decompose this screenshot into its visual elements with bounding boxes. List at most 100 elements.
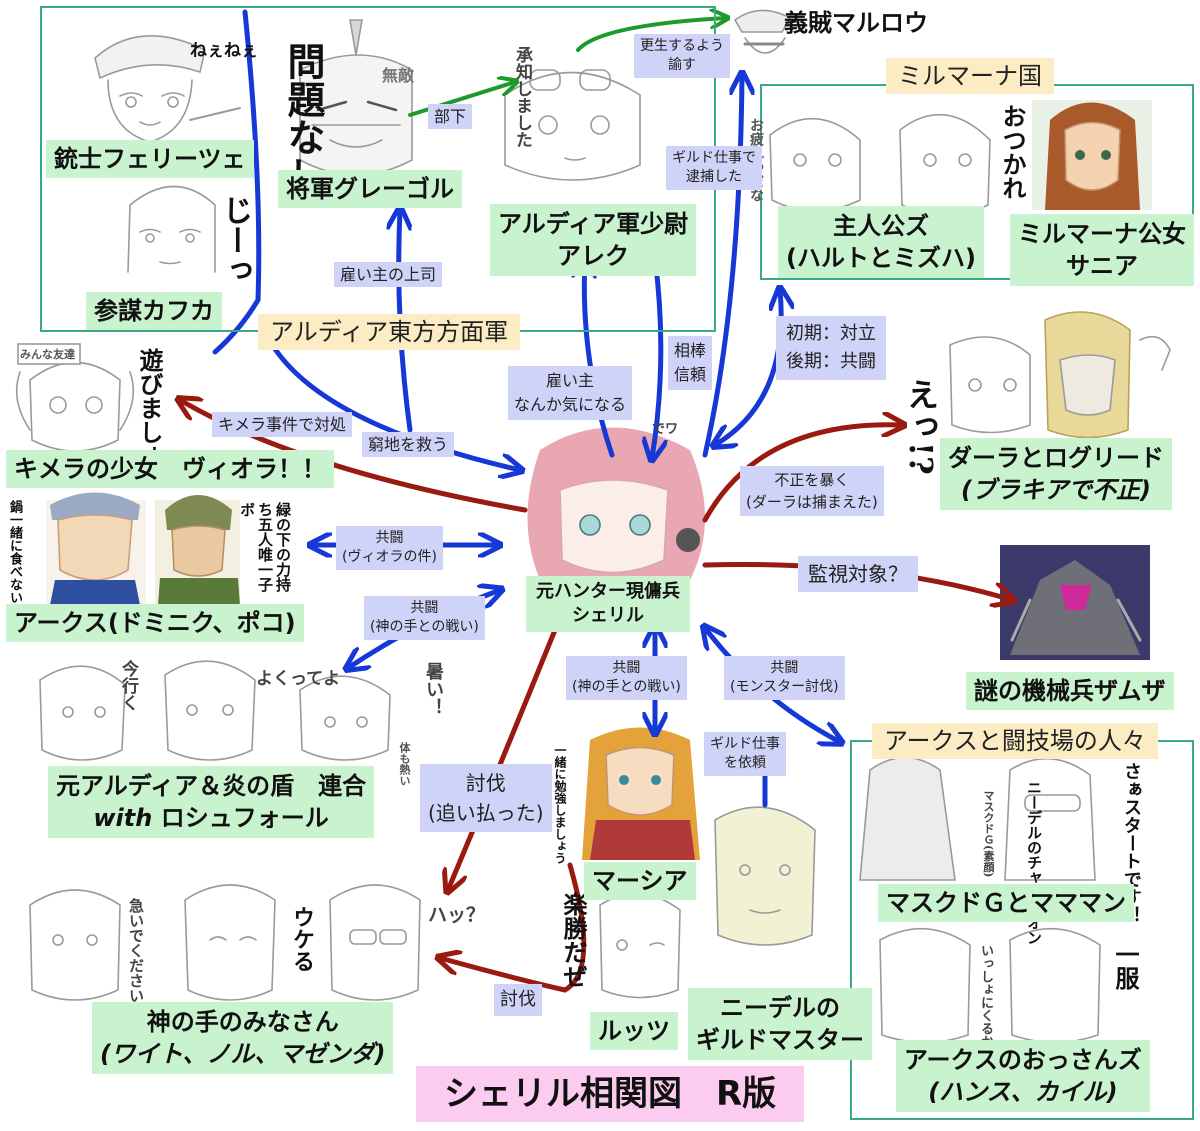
- edge-label-coop-viola-line1: 共闘: [375, 530, 404, 546]
- edge-label-rivals: 初期：対立 後期：共闘: [776, 316, 886, 380]
- sania-portrait: [1032, 100, 1152, 210]
- node-arcs: アークス(ドミニク、ポコ): [6, 604, 304, 642]
- edge-label-coop-godhand2-line1: 共闘: [612, 660, 641, 676]
- hand-dara: えっ!?: [902, 378, 940, 475]
- hand-godhand-1: 急いでください: [127, 898, 145, 1003]
- edge-label-subjugate-chased-line1: 討伐: [465, 771, 506, 795]
- chart-title: シェリル相関図 R版: [416, 1066, 805, 1122]
- edge-label-guild-request-line1: ギルド仕事: [710, 736, 780, 752]
- dara-portrait: [949, 311, 1171, 439]
- node-godhand: 神の手のみなさん (ワイト、ノル、マゼンダ): [92, 1002, 394, 1074]
- node-dara-line2: (ブラキアで不正): [961, 476, 1151, 504]
- hand-masked-1: ニーデルのチャンピオン: [1025, 780, 1043, 945]
- edge-label-coop-monster-line1: 共闘: [770, 660, 799, 676]
- edge-label-expose-line1: 不正を暴く: [774, 471, 850, 489]
- arrow-reform: [576, 18, 726, 52]
- hand-masked-3: さぁスタートです！: [1121, 762, 1142, 924]
- node-masked: マスクドＧとマママン: [878, 884, 1134, 922]
- edge-label-surveillance: 監視対象？: [798, 556, 918, 592]
- node-alec-line1: アルディア軍少尉: [498, 210, 689, 238]
- edge-label-subjugate-chased-line2: (追い払った): [428, 801, 544, 825]
- arrow-partner: [652, 255, 661, 458]
- edge-label-employer-line2: なんか気になる: [514, 395, 627, 414]
- kafka-portrait: [127, 185, 216, 273]
- edge-label-subjugate-chased: 討伐 (追い払った): [420, 764, 552, 832]
- node-alec-line2: アレク: [557, 242, 630, 270]
- zamza-portrait: [1000, 545, 1150, 660]
- hand-masked-2: マスクドＧ(素顔): [982, 790, 995, 878]
- node-marlow: 義賊マルロウ: [784, 9, 928, 37]
- edge-label-guild-arrest: ギルド仕事で 逮捕した: [666, 146, 762, 190]
- node-ossans: アークスのおっさんズ (ハンス、カイル): [896, 1040, 1150, 1112]
- hand-lutz: 楽勝だぜ: [559, 892, 588, 988]
- edge-label-rivals-line1: 初期：対立: [786, 323, 876, 344]
- node-ossans-line2: (ハンス、カイル): [928, 1078, 1118, 1106]
- edge-label-employer-boss: 雇い主の上司: [334, 262, 443, 287]
- alliance-portraits: [39, 660, 391, 761]
- node-alliance-with: with: [93, 804, 153, 832]
- edge-label-guild-arrest-line2: 逮捕した: [686, 169, 742, 185]
- group-label-arena: アークスと闘技場の人々: [872, 723, 1158, 759]
- edge-label-rescue: 窮地を救う: [362, 432, 455, 457]
- edge-label-subordinate: 部下: [428, 104, 473, 129]
- arrow-expose: [702, 425, 902, 523]
- node-ossans-line1: アークスのおっさんズ: [904, 1046, 1142, 1074]
- center-line1: 元ハンター現傭兵: [536, 581, 680, 602]
- node-ferritze: 銃士フェリーツェ: [46, 140, 254, 178]
- hand-sania: おつかれ: [998, 104, 1027, 200]
- group-label-eastern-army: アルディア東方方面軍: [258, 314, 521, 350]
- node-heroes-line2: (ハルトとミズハ): [786, 244, 976, 272]
- marlow-portrait: [733, 9, 792, 54]
- arrow-subordinate: [408, 82, 515, 117]
- edge-label-reform-line2: 諭す: [668, 57, 696, 73]
- edge-label-expose: 不正を暴く (ダーラは捕まえた): [740, 466, 884, 516]
- edge-label-coop-viola-line2: (ヴィオラの件): [342, 549, 437, 565]
- hand-alliance-1: 今行く: [118, 660, 138, 711]
- edge-label-employer-line1: 雇い主: [546, 371, 595, 390]
- edge-label-expose-line2: (ダーラは捕まえた): [746, 493, 878, 511]
- hand-alliance-3: 暑い！: [423, 662, 444, 716]
- edge-label-coop-godhand-line1: 共闘: [410, 600, 439, 616]
- edge-label-coop-monster: 共闘 (モンスター討伐): [724, 656, 845, 700]
- hand-gregol: 問題なし: [281, 42, 326, 194]
- sheryl-portrait: [527, 427, 705, 580]
- node-gregol: 将軍グレーゴル: [278, 170, 462, 208]
- marcia-portrait: [582, 727, 700, 860]
- alec-portrait: [504, 69, 641, 181]
- node-lutz: ルッツ: [590, 1012, 678, 1050]
- arrow-employer: [584, 258, 615, 458]
- edge-label-coop-viola: 共闘 (ヴィオラの件): [336, 526, 443, 570]
- viola-portrait: [15, 343, 135, 452]
- hand-marcia: 一緒に勉強しましょう: [553, 744, 567, 864]
- node-guildmaster-line1: ニーデルの: [720, 994, 840, 1022]
- arrow-subjugate-chased: [448, 627, 558, 890]
- edge-label-rivals-line2: 後期：共闘: [786, 351, 876, 372]
- hand-viola: 遊びましょ: [135, 348, 164, 468]
- hand-viola-sign: みんな友達: [20, 348, 75, 361]
- edge-label-partner-line2: 信頼: [674, 365, 707, 384]
- edge-label-guild-request-line2: を依頼: [724, 755, 766, 771]
- edge-label-guild-request: ギルド仕事 を依頼: [704, 732, 786, 776]
- group-label-milmana: ミルマーナ国: [886, 58, 1054, 94]
- node-dara: ダーラとログリード (ブラキアで不正): [940, 438, 1172, 510]
- arcs-portraits: [46, 492, 240, 605]
- node-center-sheryl: 元ハンター現傭兵 シェリル: [526, 576, 690, 632]
- guildmaster-portrait: [714, 806, 816, 946]
- arrow-rivals: [715, 290, 781, 445]
- edge-label-coop-monster-line2: (モンスター討伐): [730, 679, 839, 695]
- edge-label-partner-line1: 相棒: [674, 341, 707, 360]
- edge-label-coop-godhand-line2: (神の手との戦い): [370, 619, 479, 635]
- node-alec: アルディア軍少尉 アレク: [490, 204, 697, 276]
- node-heroes-line1: 主人公ズ: [832, 212, 929, 240]
- edge-label-employer: 雇い主 なんか気になる: [508, 366, 633, 420]
- hand-dara-note: でワ: [652, 422, 679, 437]
- hand-ossans-2: 一服: [1111, 942, 1140, 990]
- arrow-subjugate: [440, 862, 587, 993]
- ferritze-portrait: [94, 35, 241, 143]
- node-sania-line1: ミルマーナ公女: [1018, 220, 1186, 248]
- node-heroes: 主人公ズ (ハルトとミズハ): [778, 206, 984, 278]
- hand-alec: 承知しました: [512, 46, 532, 148]
- node-alliance-rest: ロシュフォール: [152, 804, 329, 832]
- node-zamza: 謎の機械兵ザムザ: [966, 672, 1174, 710]
- node-sania: ミルマーナ公女 サニア: [1010, 214, 1194, 286]
